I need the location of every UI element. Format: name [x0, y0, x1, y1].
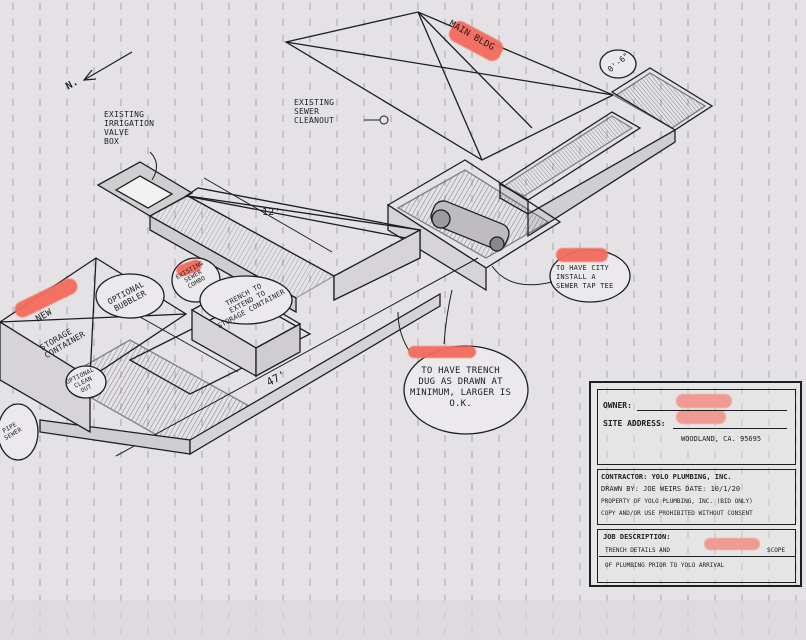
copy-line: COPY AND/OR USE PROHIBITED WITHOUT CONSE…	[601, 510, 753, 517]
title-block-job-section	[597, 529, 796, 583]
job-rule	[599, 556, 795, 557]
redaction-job	[704, 538, 760, 550]
label-irrigation-box: EXISTING IRRIGATION VALVE BOX	[104, 110, 155, 146]
redaction-site	[676, 410, 726, 424]
redaction-city-cloud	[556, 248, 608, 262]
contractor-line: CONTRACTOR: YOLO PLUMBING, INC.	[601, 473, 732, 481]
north-arrow	[82, 51, 133, 81]
site-address-label: SITE ADDRESS:	[603, 419, 666, 428]
site-rule	[673, 428, 787, 429]
title-block-owner-section	[597, 389, 796, 465]
main-building	[284, 11, 615, 161]
trench-junction	[386, 159, 562, 292]
job-description-label: JOB DESCRIPTION:	[603, 533, 671, 541]
label-city-cloud: TO HAVE CITY INSTALL A SEWER TAP TEE	[556, 264, 614, 290]
annotation-clouds	[0, 49, 637, 461]
label-dim-12: 12'	[262, 207, 281, 218]
drawn-by-line: DRAWN BY: JOE WEIRS DATE: 10/1/20	[601, 485, 741, 493]
trench-lower-run	[39, 292, 441, 456]
job-line-2: OF PLUMBING PRIOR TO YOLO ARRIVAL	[605, 562, 725, 569]
label-sewer-cleanout: EXISTING SEWER CLEANOUT	[294, 98, 335, 125]
property-line: PROPERTY OF YOLO PLUMBING, INC. (BID ONL…	[601, 498, 753, 505]
site-city: WOODLAND, CA. 95695	[681, 435, 762, 443]
job-line-1b: SCOPE	[767, 547, 786, 554]
owner-label: OWNER:	[603, 401, 632, 410]
label-trench-cloud: TO HAVE TRENCH DUG AS DRAWN AT MINIMUM, …	[410, 366, 512, 409]
job-line-1a: TRENCH DETAILS AND	[605, 547, 671, 554]
redaction-trench-cloud	[408, 346, 476, 358]
owner-rule	[637, 410, 787, 411]
title-block-contractor-section	[597, 469, 796, 525]
redaction-owner	[676, 394, 732, 408]
title-block: OWNER: SITE ADDRESS: WOODLAND, CA. 95695…	[589, 381, 802, 587]
